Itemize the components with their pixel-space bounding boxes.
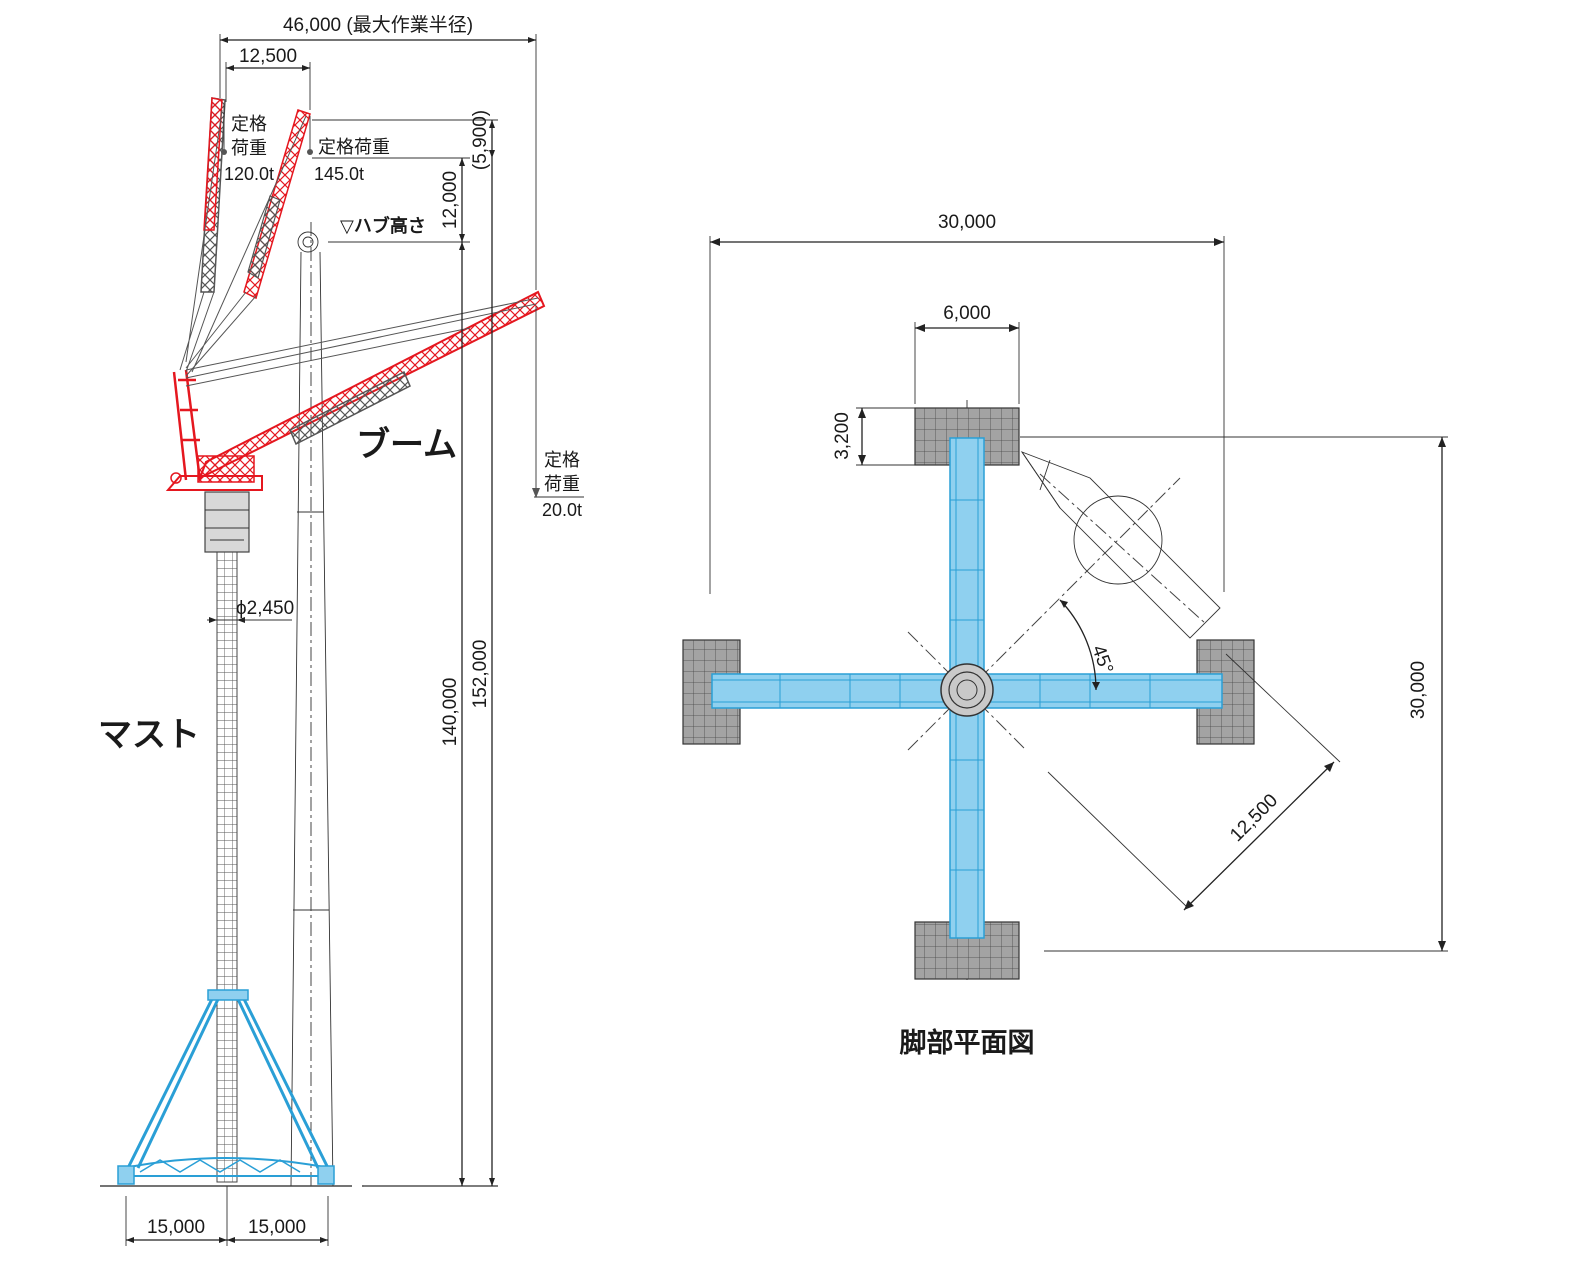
boom-label: ブーム (356, 425, 457, 464)
rated-load-145: 145.0t (314, 164, 364, 184)
mast-diameter: ϕ2,450 (236, 598, 294, 619)
dim-152000: 152,000 (470, 640, 491, 709)
dim-12000: 12,000 (440, 171, 461, 229)
rated-load-20: 20.0t (542, 500, 582, 520)
hub-height-label: ▽ハブ高さ (340, 215, 426, 236)
mast-label: マスト (98, 716, 200, 754)
dim-5900: (5,900) (470, 110, 491, 170)
rated-load-145-label: 定格荷重 (318, 137, 390, 157)
turbine-hub (297, 231, 319, 253)
angle-label: 45° (1087, 643, 1117, 677)
nacelle-outline (1020, 451, 1221, 639)
rated-load-120: 120.0t (224, 164, 274, 184)
pad-depth-dim: 3,200 (832, 412, 853, 460)
radius-dim-line (1183, 761, 1335, 911)
mast (204, 491, 250, 1183)
base-frame (117, 989, 335, 1185)
outrigger-pad-right (1196, 639, 1255, 745)
pad-width-dim: 6,000 (943, 303, 991, 324)
elevation-view: 46,000 (最大作業半径) 12,500 定格荷重 120.0t 定格荷重 … (98, 14, 584, 1246)
aux-boom-145t (185, 109, 313, 377)
base-dim-right: 15,000 (248, 1217, 306, 1238)
dim-radius-12500: 12,500 (239, 46, 297, 67)
slewing-base (165, 369, 263, 491)
base-dim-left: 15,000 (147, 1217, 205, 1238)
plan-height-dim: 30,000 (1408, 661, 1429, 719)
radius-dim: 12,500 (1226, 790, 1282, 846)
aux-boom-120t (179, 97, 227, 373)
dim-max-radius: 46,000 (最大作業半径) (283, 14, 473, 36)
center-ring (940, 663, 994, 717)
rated-load-20-label: 定格荷重 (544, 450, 580, 494)
plan-title: 脚部平面図 (900, 1027, 1035, 1058)
rated-load-120-label: 定格荷重 (231, 114, 267, 158)
plan-width-dim: 30,000 (938, 212, 996, 233)
main-boom (185, 290, 546, 498)
dim-140000: 140,000 (440, 678, 461, 747)
plan-view: 30,000 6,000 3,200 30,000 (682, 212, 1448, 1058)
turbine-tower (290, 222, 334, 1187)
